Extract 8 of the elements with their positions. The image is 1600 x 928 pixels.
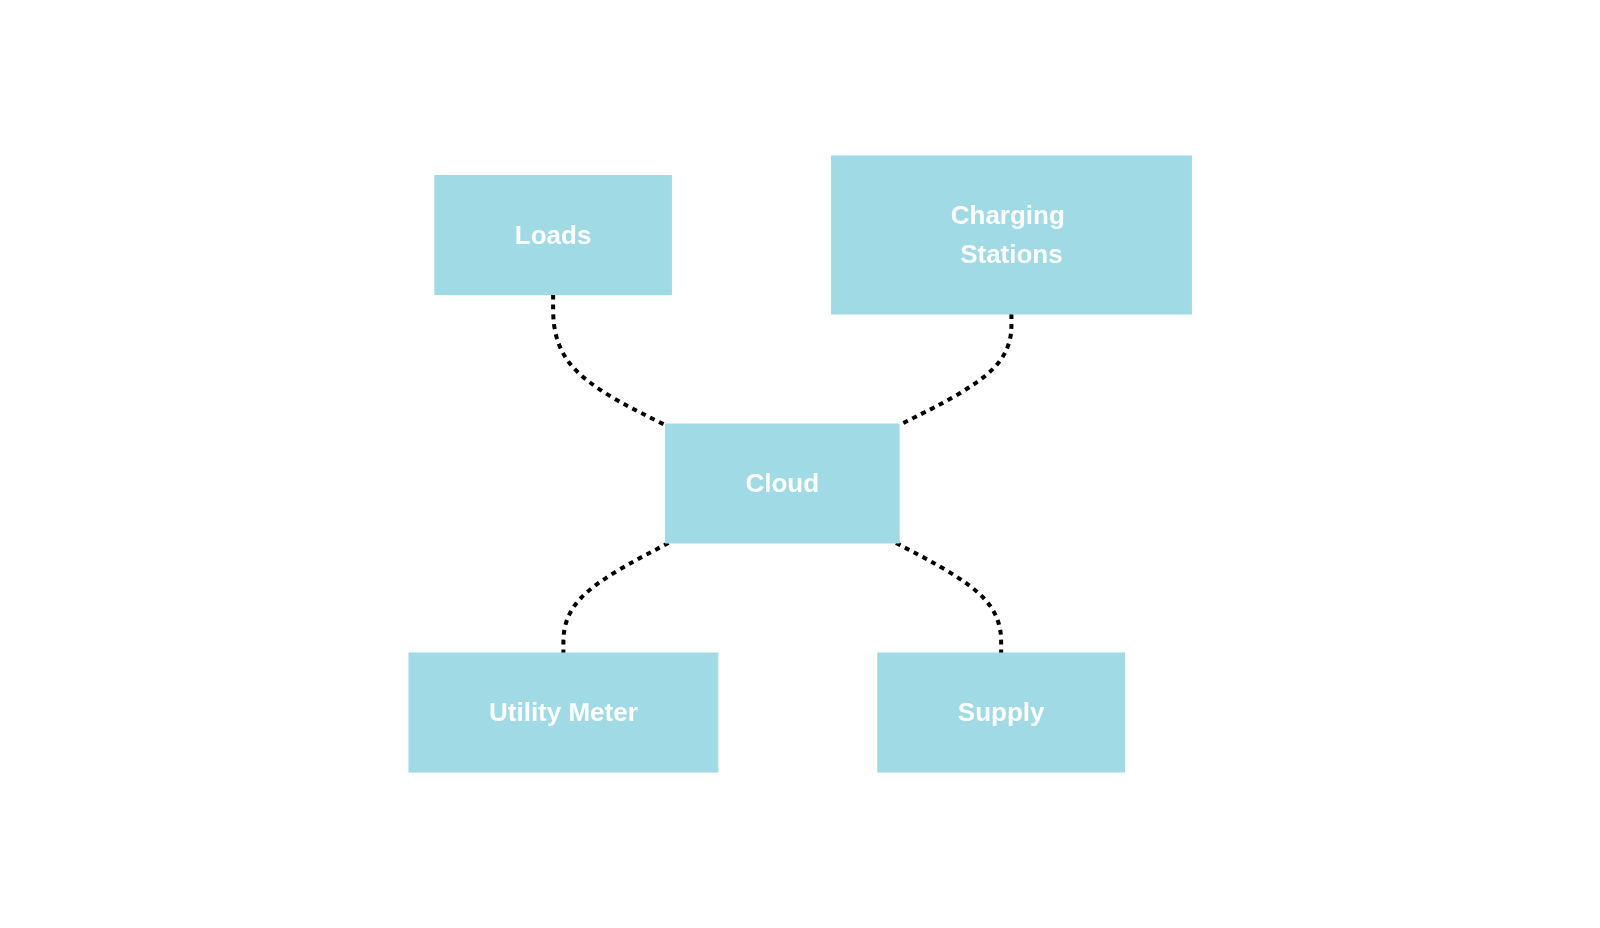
node-box: Loads	[434, 175, 672, 295]
connector	[550, 294, 667, 427]
node-box: Supply	[877, 652, 1125, 773]
node-box: Cloud	[664, 423, 900, 544]
connector	[894, 541, 1003, 653]
node-box: Utility Meter	[408, 652, 719, 773]
node-box: Charging Stations	[830, 155, 1192, 315]
connector	[561, 541, 670, 653]
